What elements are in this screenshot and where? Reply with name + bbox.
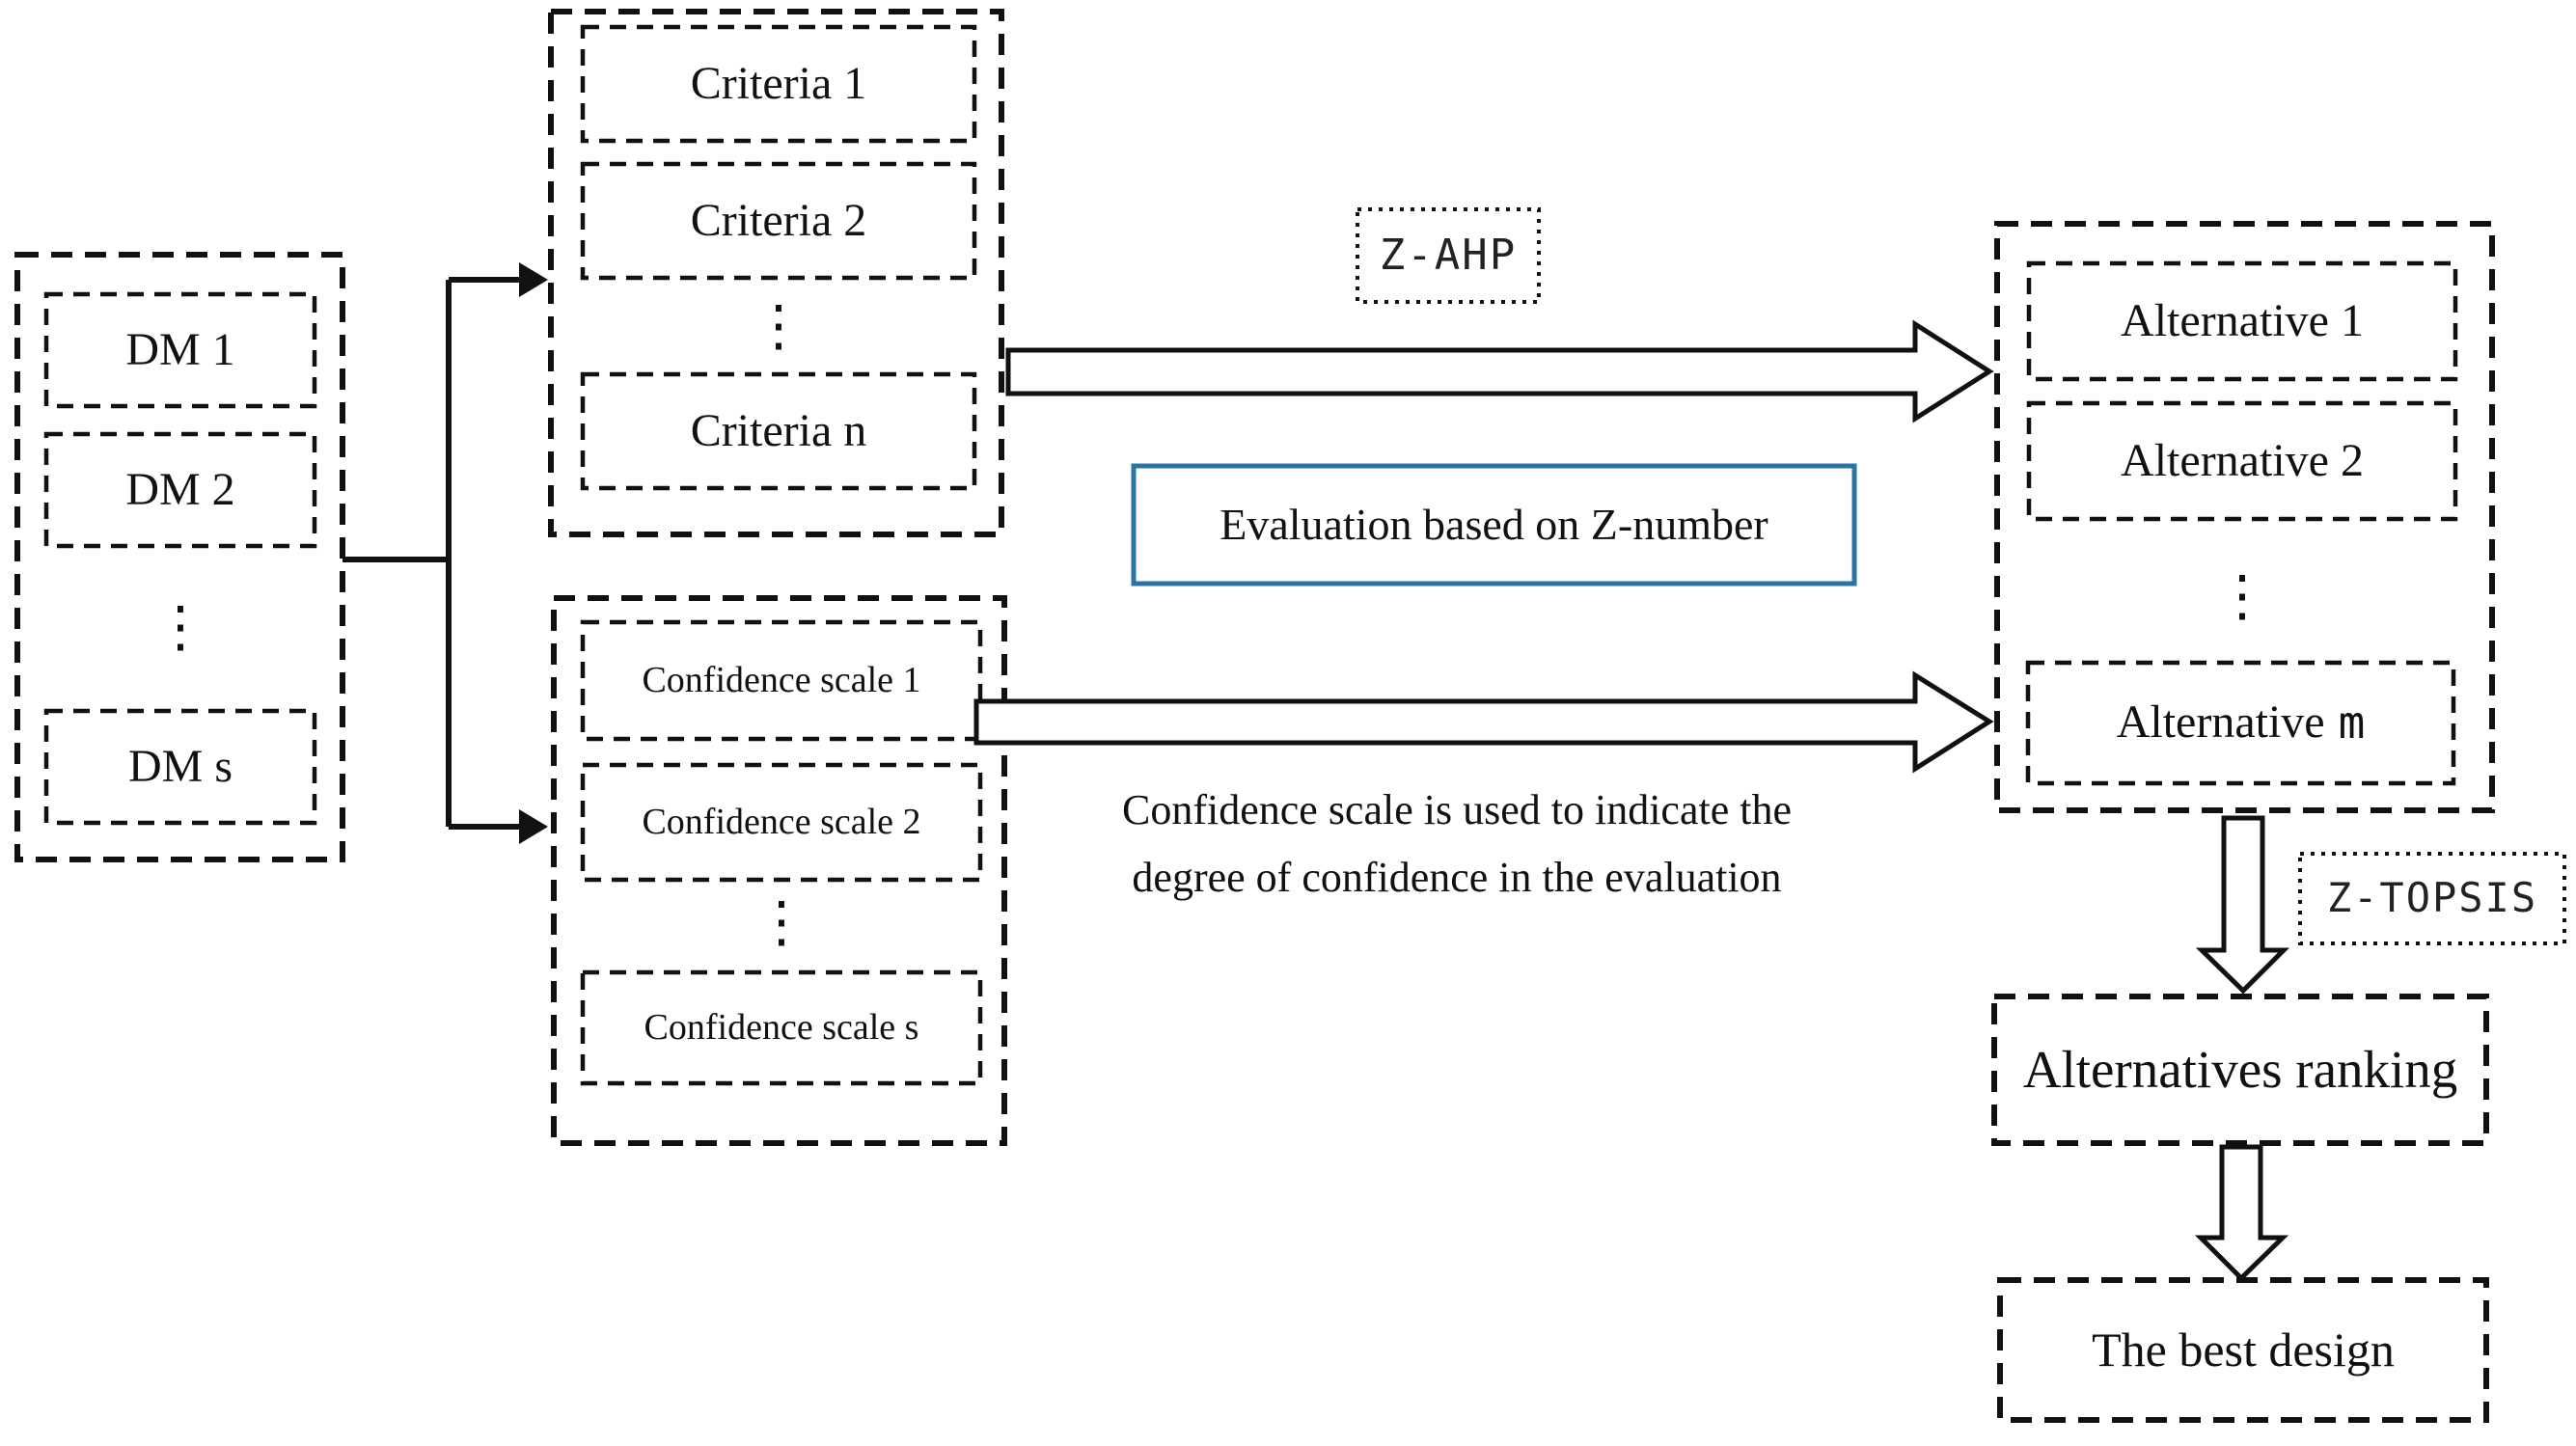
dms-label: DM s (127, 740, 233, 792)
confidence-ellipsis: ⋮ (754, 889, 809, 953)
confidence2-box (580, 762, 983, 883)
confidence1-label: Confidence scale 1 (642, 659, 921, 700)
criterian-box (580, 371, 977, 491)
alternative2-box (2026, 400, 2458, 522)
alternative1-box (2026, 260, 2458, 382)
alternatives-group-box (1994, 221, 2495, 813)
best-design-label: The best design (2092, 1323, 2395, 1377)
confidences-label: Confidence scale s (644, 1006, 919, 1048)
dms-box (43, 708, 317, 826)
alternatives-ellipsis: ⋮ (2214, 563, 2270, 627)
confidence2-label: Confidence scale 2 (642, 801, 921, 842)
criteria2-box (580, 161, 977, 281)
alternativem-prefix: Alternative (2116, 696, 2325, 749)
confidence-note-line2: degree of confidence in the evaluation (1132, 854, 1782, 901)
dm1-box (43, 291, 317, 409)
z-ahp-label-box (1356, 207, 1541, 304)
arrowhead-to-confidence-icon (519, 809, 548, 844)
confidences-box (580, 969, 983, 1086)
alternatives-ranking-box (1991, 994, 2489, 1146)
criteria1-box (580, 24, 977, 144)
criterian-label: Criteria n (690, 404, 867, 456)
z-topsis-label: Z-TOPSIS (2326, 874, 2538, 922)
dm2-box (43, 431, 317, 549)
criteria-ellipsis: ⋮ (751, 294, 807, 358)
alternatives-to-ranking-arrow-icon (2195, 815, 2290, 995)
alternative1-label: Alternative 1 (2121, 294, 2364, 346)
alternativem-box (2025, 660, 2456, 786)
confidence-to-alternatives-arrow-icon (973, 670, 1994, 774)
criteria-group-box (548, 9, 1004, 537)
z-ahp-label: Z-AHP (1379, 230, 1518, 280)
evaluation-box (1131, 463, 1857, 587)
best-design-box (1997, 1277, 2489, 1423)
alternatives-ranking-label: Alternatives ranking (2022, 1039, 2458, 1099)
dm2-label: DM 2 (125, 463, 235, 515)
criteria-to-alternatives-arrow-icon (1005, 319, 1994, 423)
alternative2-label: Alternative 2 (2121, 434, 2364, 486)
ranking-to-best-arrow-icon (2194, 1144, 2289, 1282)
evaluation-label: Evaluation based on Z-number (1219, 499, 1768, 549)
confidence1-box (580, 619, 983, 742)
alternativem-label: Alternative m (2028, 663, 2453, 783)
dm-branch-connector-line (343, 277, 519, 830)
confidence-note: Confidence scale is used to indicate the… (1018, 767, 1896, 921)
alternativem-suffix: m (2338, 696, 2366, 750)
z-topsis-label-box (2298, 852, 2566, 945)
dm-ellipsis: ⋮ (152, 595, 208, 659)
criteria2-label: Criteria 2 (690, 194, 867, 246)
confidence-group-box (551, 595, 1007, 1146)
dm1-label: DM 1 (125, 323, 235, 375)
criteria1-label: Criteria 1 (690, 57, 867, 109)
arrowhead-to-criteria-icon (519, 262, 548, 297)
confidence-note-line1: Confidence scale is used to indicate the (1122, 785, 1792, 833)
